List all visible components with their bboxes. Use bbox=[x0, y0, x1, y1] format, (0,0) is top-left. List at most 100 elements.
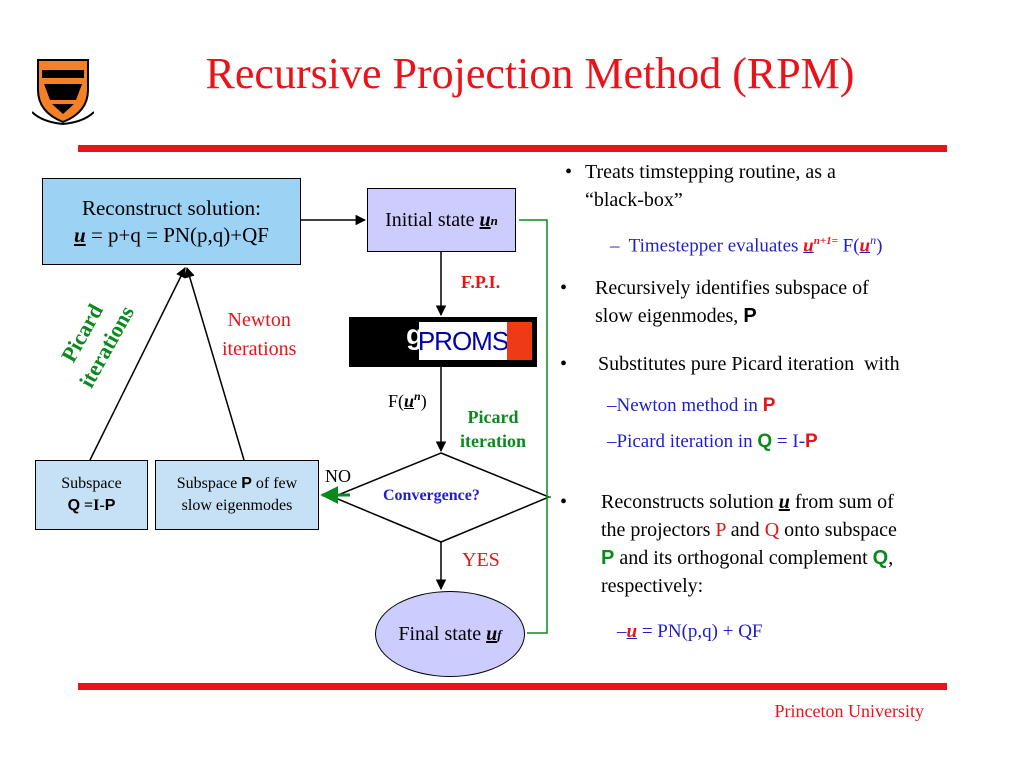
bullet-4-line3: P and its orthogonal complement Q, bbox=[601, 544, 893, 572]
var-u: u bbox=[74, 222, 86, 247]
orthogonal-text: and its orthogonal complement bbox=[614, 547, 873, 569]
gproms-red-block bbox=[507, 322, 532, 360]
comma: , bbox=[888, 547, 894, 569]
slide-title: Recursive Projection Method (RPM) bbox=[205, 49, 855, 98]
bullet-1-sub: – Timestepper evaluates un+1= F(un) bbox=[610, 226, 882, 260]
newton-iterations-label: Newton iterations bbox=[222, 306, 296, 364]
bullet-4-marker: • bbox=[560, 491, 568, 513]
shield-icon bbox=[31, 59, 95, 126]
reconstruct-solution-box: Reconstruct solution: u = p+q = PN(p,q)+… bbox=[42, 178, 301, 265]
subspace-p-line1: Subspace P of few bbox=[177, 473, 297, 495]
symbol-p: P bbox=[241, 475, 252, 492]
and-word: and bbox=[725, 519, 765, 541]
var-u: u bbox=[803, 235, 814, 257]
symbol-p: P bbox=[805, 431, 818, 452]
timestepper-text: Timestepper evaluates bbox=[628, 235, 804, 257]
eq-i: =I- bbox=[80, 497, 105, 514]
symbol-p: P bbox=[601, 547, 615, 569]
f-close: ) bbox=[876, 235, 883, 257]
subspace-q-line1: Subspace bbox=[61, 475, 122, 492]
bullet-2-line2: slow eigenmodes, P bbox=[595, 302, 757, 330]
bullet-1-line1: Treats timstepping routine, as a bbox=[585, 161, 836, 183]
subspace-q-line2: Q =I-P bbox=[68, 495, 116, 517]
sub-f: f bbox=[497, 627, 502, 642]
subspace-p-line2: slow eigenmodes bbox=[181, 497, 293, 514]
var-u: u bbox=[486, 622, 498, 645]
bullet-1-marker: • bbox=[565, 161, 573, 183]
var-u: u bbox=[404, 391, 415, 411]
dash: – bbox=[610, 235, 620, 257]
sup-n: n bbox=[490, 213, 498, 228]
bottom-divider bbox=[78, 683, 947, 690]
bullet-3-line1: Substitutes pure Picard iteration with bbox=[598, 353, 900, 375]
var-u: u bbox=[626, 621, 638, 642]
fpi-label: F.P.I. bbox=[461, 272, 501, 292]
sup-n: n bbox=[870, 233, 877, 247]
symbol-p: P bbox=[762, 395, 776, 416]
final-state-label: Final state bbox=[398, 622, 487, 645]
symbol-q: Q bbox=[764, 519, 780, 541]
newton-word: Newton bbox=[227, 309, 291, 331]
footer-princeton: Princeton University bbox=[774, 701, 924, 721]
the-projectors: the projectors bbox=[601, 519, 716, 541]
f-un-label: F(un) bbox=[388, 388, 427, 412]
bullet-2-line1: Recursively identifies subspace of bbox=[595, 277, 869, 299]
bullet-4-line2: the projectors P and Q onto subspace bbox=[601, 516, 897, 544]
picard-loop-line bbox=[519, 219, 548, 634]
bullet-3-sub2: –Picard iteration in Q = I-P bbox=[607, 428, 818, 456]
var-u: u bbox=[859, 235, 871, 257]
of-few: of few bbox=[251, 475, 298, 492]
from-sum: from sum of bbox=[789, 491, 894, 513]
arrow-subspace-q-to-reconstruct bbox=[89, 267, 186, 461]
symbol-q: Q bbox=[757, 431, 773, 452]
f-open: F( bbox=[837, 235, 860, 257]
symbol-q: Q bbox=[872, 547, 889, 569]
eq-i: = I- bbox=[772, 431, 806, 452]
subspace-word: Subspace bbox=[176, 475, 242, 492]
slow-eigenmodes: slow eigenmodes, bbox=[595, 305, 744, 327]
subspace-p-box: Subspace P of few slow eigenmodes bbox=[155, 460, 319, 530]
picard-iteration-in: –Picard iteration in bbox=[607, 431, 758, 452]
symbol-p: P bbox=[743, 305, 757, 327]
gproms-g: g bbox=[406, 319, 424, 350]
f-close: ) bbox=[420, 391, 427, 411]
reconstruct-line1: Reconstruct solution: bbox=[81, 195, 262, 220]
bullet-2-marker: • bbox=[560, 277, 568, 299]
iterations-word: iterations bbox=[222, 338, 297, 360]
sup-n: n bbox=[414, 389, 421, 403]
reconstruct-line2: u = p+q = PN(p,q)+QF bbox=[74, 222, 269, 249]
top-divider bbox=[78, 145, 947, 152]
formula: = PN(p,q) + QF bbox=[637, 621, 763, 642]
symbol-p: P bbox=[715, 519, 726, 541]
subspace-q-box: Subspace Q =I-P bbox=[35, 460, 148, 530]
gproms-text: PROMS bbox=[418, 322, 509, 360]
f-open: F( bbox=[388, 391, 405, 411]
symbol-p: P bbox=[104, 497, 116, 514]
convergence-label: Convergence? bbox=[383, 487, 480, 504]
bullet-1-line2: “black-box” bbox=[585, 189, 683, 211]
bullet-3-sub1: –Newton method in P bbox=[607, 392, 775, 420]
bullet-4-sub: –u = PN(p,q) + QF bbox=[617, 618, 763, 646]
dash: – bbox=[617, 621, 627, 642]
bullet-4-line1: Reconstructs solution u from sum of bbox=[601, 488, 894, 516]
var-u: u bbox=[778, 491, 790, 513]
iteration-word: iteration bbox=[460, 431, 526, 451]
symbol-q: Q bbox=[67, 497, 81, 514]
reconstruct-formula: = p+q = PN(p,q)+QF bbox=[85, 222, 269, 247]
convergence-diamond bbox=[331, 452, 551, 543]
no-label: NO bbox=[325, 466, 351, 486]
bullet-3-marker: • bbox=[560, 353, 568, 375]
gproms-logo: g PROMS bbox=[349, 317, 537, 367]
var-u: u bbox=[479, 208, 491, 231]
picard-word: Picard bbox=[467, 407, 519, 427]
initial-state-label: Initial state bbox=[385, 208, 480, 231]
princeton-shield-logo bbox=[31, 56, 95, 126]
reconstructs-text: Reconstructs solution bbox=[601, 491, 779, 513]
sup-n1: n+1= bbox=[813, 235, 838, 247]
yes-label: YES bbox=[462, 549, 500, 571]
newton-method: –Newton method in bbox=[607, 395, 763, 416]
arrow-subspace-p-to-reconstruct bbox=[184, 266, 245, 461]
